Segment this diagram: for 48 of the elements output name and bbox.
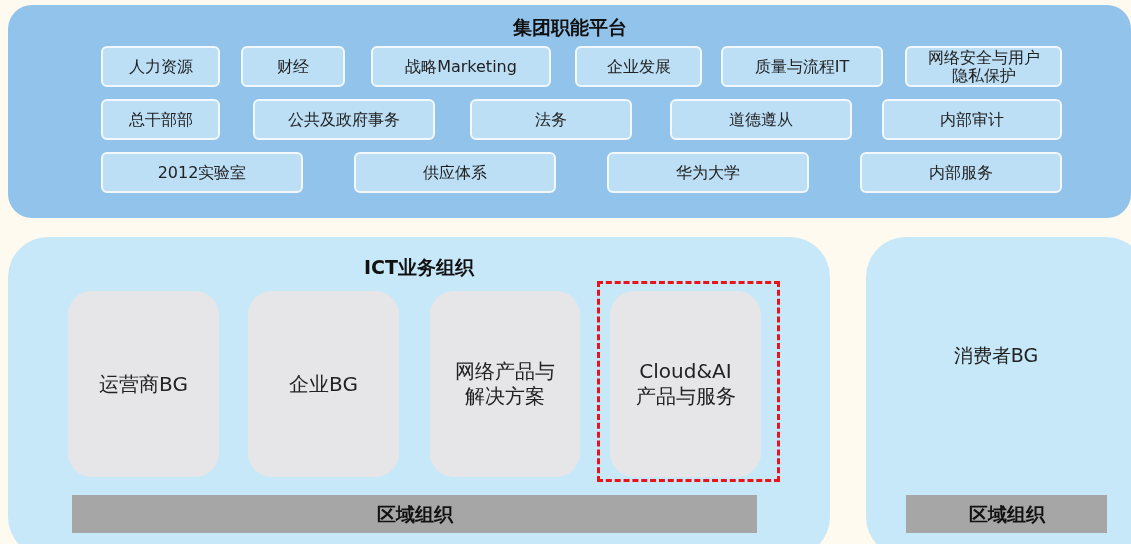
unit-card — [610, 291, 761, 477]
box-label: 人力资源 — [128, 57, 193, 76]
platform-panel — [8, 5, 1131, 218]
box-label: 战略Marketing — [405, 57, 517, 76]
function-box — [101, 152, 303, 193]
box-label: 企业发展 — [606, 57, 671, 76]
function-box — [354, 152, 556, 193]
panel-title: 集团职能平台 — [512, 15, 627, 39]
function-box — [670, 99, 852, 140]
function-box — [607, 152, 809, 193]
box-label: 公共及政府事务 — [288, 110, 400, 129]
panel-title: ICT业务组织 — [364, 255, 474, 279]
function-box — [101, 46, 220, 87]
bar-label: 区域组织 — [968, 501, 1045, 527]
panel-title: 消费者BG — [953, 343, 1039, 367]
bar-label: 区域组织 — [376, 501, 453, 527]
card-label: 网络产品与解决方案 — [455, 359, 555, 409]
unit-card — [68, 291, 219, 477]
function-box — [721, 46, 883, 87]
function-box — [882, 99, 1062, 140]
box-label: 财经 — [277, 57, 309, 76]
region-bar — [906, 495, 1107, 533]
function-box — [371, 46, 551, 87]
unit-card — [430, 291, 580, 477]
box-label: 总干部部 — [128, 110, 193, 129]
box-label: 法务 — [535, 110, 567, 129]
function-box — [905, 46, 1062, 87]
business-panel — [8, 237, 830, 544]
card-label: 企业BG — [289, 371, 358, 397]
box-label: 华为大学 — [676, 163, 740, 182]
function-box — [470, 99, 632, 140]
unit-card — [248, 291, 399, 477]
box-label: 供应体系 — [423, 163, 487, 182]
box-label: 道德遵从 — [729, 110, 793, 129]
region-bar — [72, 495, 757, 533]
function-box — [101, 99, 220, 140]
box-label: 质量与流程IT — [754, 57, 850, 76]
box-label: 网络安全与用户隐私保护 — [926, 48, 1041, 85]
box-label: 内部服务 — [929, 163, 993, 182]
box-label: 内部审计 — [940, 110, 1004, 129]
function-box — [253, 99, 435, 140]
business-panel — [866, 237, 1131, 544]
card-label: Cloud&AI 产品与服务 — [635, 359, 736, 409]
function-box — [575, 46, 702, 87]
function-box — [860, 152, 1062, 193]
box-label: 2012实验室 — [157, 163, 247, 182]
card-label: 运营商BG — [99, 371, 188, 397]
function-box — [241, 46, 345, 87]
